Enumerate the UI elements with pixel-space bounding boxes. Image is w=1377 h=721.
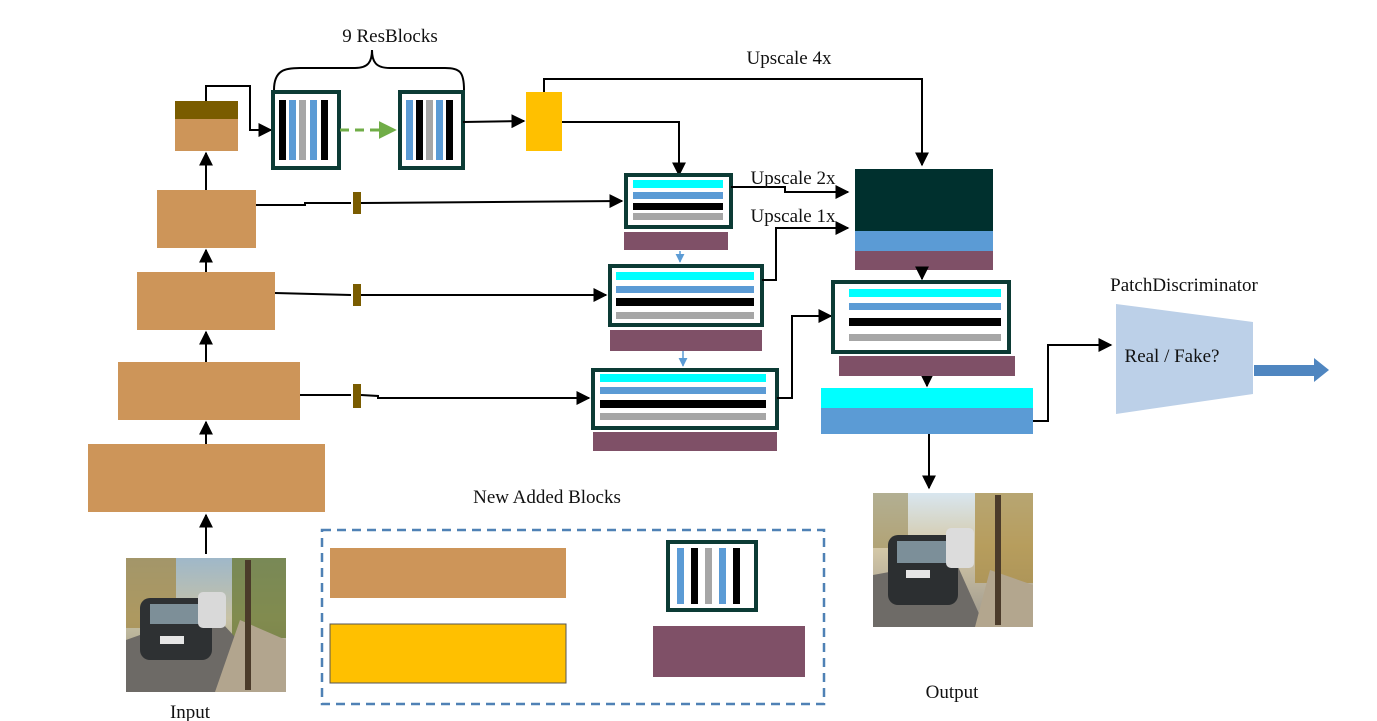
upscale-4x-label: Upscale 4x [747, 48, 832, 69]
legend-title: New Added Blocks [473, 487, 621, 508]
legend-box [320, 528, 826, 706]
skip-arrows [256, 194, 624, 405]
resblock-to-upsample-arrow [462, 78, 929, 177]
resblock-1 [271, 90, 341, 170]
encoder [88, 101, 325, 512]
discriminator-output-arrow [1254, 358, 1329, 382]
encoder-block-3 [137, 272, 275, 330]
upscale-2x-label: Upscale 2x [751, 168, 836, 189]
upscale-1x-label: Upscale 1x [751, 206, 836, 227]
skip-connectors [353, 192, 361, 408]
patch-discriminator-label: PatchDiscriminator [1110, 275, 1258, 296]
decoder-stack-3 [591, 368, 779, 451]
output-layer-block [821, 388, 1033, 434]
encoder-block-5 [175, 119, 238, 151]
resblocks-brace [273, 49, 465, 91]
decoder-stack-2 [608, 264, 764, 351]
encoder-arrows [199, 85, 273, 554]
upsample-block [526, 92, 562, 151]
output-label: Output [926, 682, 980, 703]
resblock-9 [398, 90, 465, 170]
real-fake-label: Real / Fake? [1125, 346, 1220, 367]
decoder-stack-1 [624, 173, 733, 250]
encoder-block-2 [118, 362, 300, 420]
encoder-block-1 [88, 444, 325, 512]
input-label: Input [170, 702, 211, 721]
legend-resblock [666, 540, 758, 612]
input-image [126, 558, 286, 692]
output-image [873, 493, 1033, 627]
fusion-arrows [731, 185, 1113, 490]
fusion-stack [831, 280, 1015, 376]
legend-upsample-block [329, 623, 567, 684]
legend-encoder-block [330, 548, 566, 598]
fusion-dark-block [855, 169, 993, 270]
encoder-block-5-top [175, 101, 238, 119]
decoder-blue-arrows [675, 251, 688, 367]
legend-fusion-block [653, 626, 805, 677]
patch-discriminator [1116, 304, 1253, 414]
encoder-block-4 [157, 190, 256, 248]
resblocks-label: 9 ResBlocks [342, 26, 438, 47]
